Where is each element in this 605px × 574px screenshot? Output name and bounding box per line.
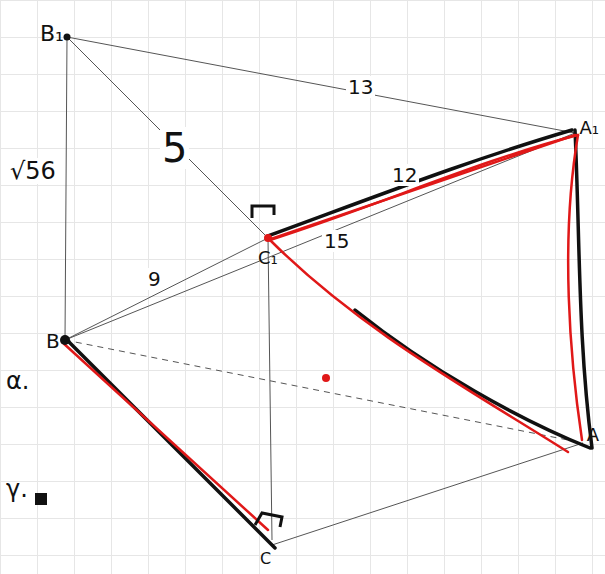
edge-length: √56 xyxy=(8,158,58,184)
vertex-label: A xyxy=(585,425,601,445)
vertex-label: C₁ xyxy=(256,248,280,268)
vertex-label: B₁ xyxy=(38,22,66,46)
margin-note: α. xyxy=(4,368,31,394)
margin-note: γ. xyxy=(4,476,30,502)
edge-length: 15 xyxy=(322,230,351,252)
edge-length: 12 xyxy=(390,164,419,186)
vertex-label: C xyxy=(258,550,273,568)
vertex-label: A₁ xyxy=(577,118,601,138)
vertex-label: B xyxy=(44,330,62,352)
edge-length: 9 xyxy=(146,268,163,290)
edge-length: 13 xyxy=(346,76,375,98)
edge-length: 5 xyxy=(160,127,189,169)
